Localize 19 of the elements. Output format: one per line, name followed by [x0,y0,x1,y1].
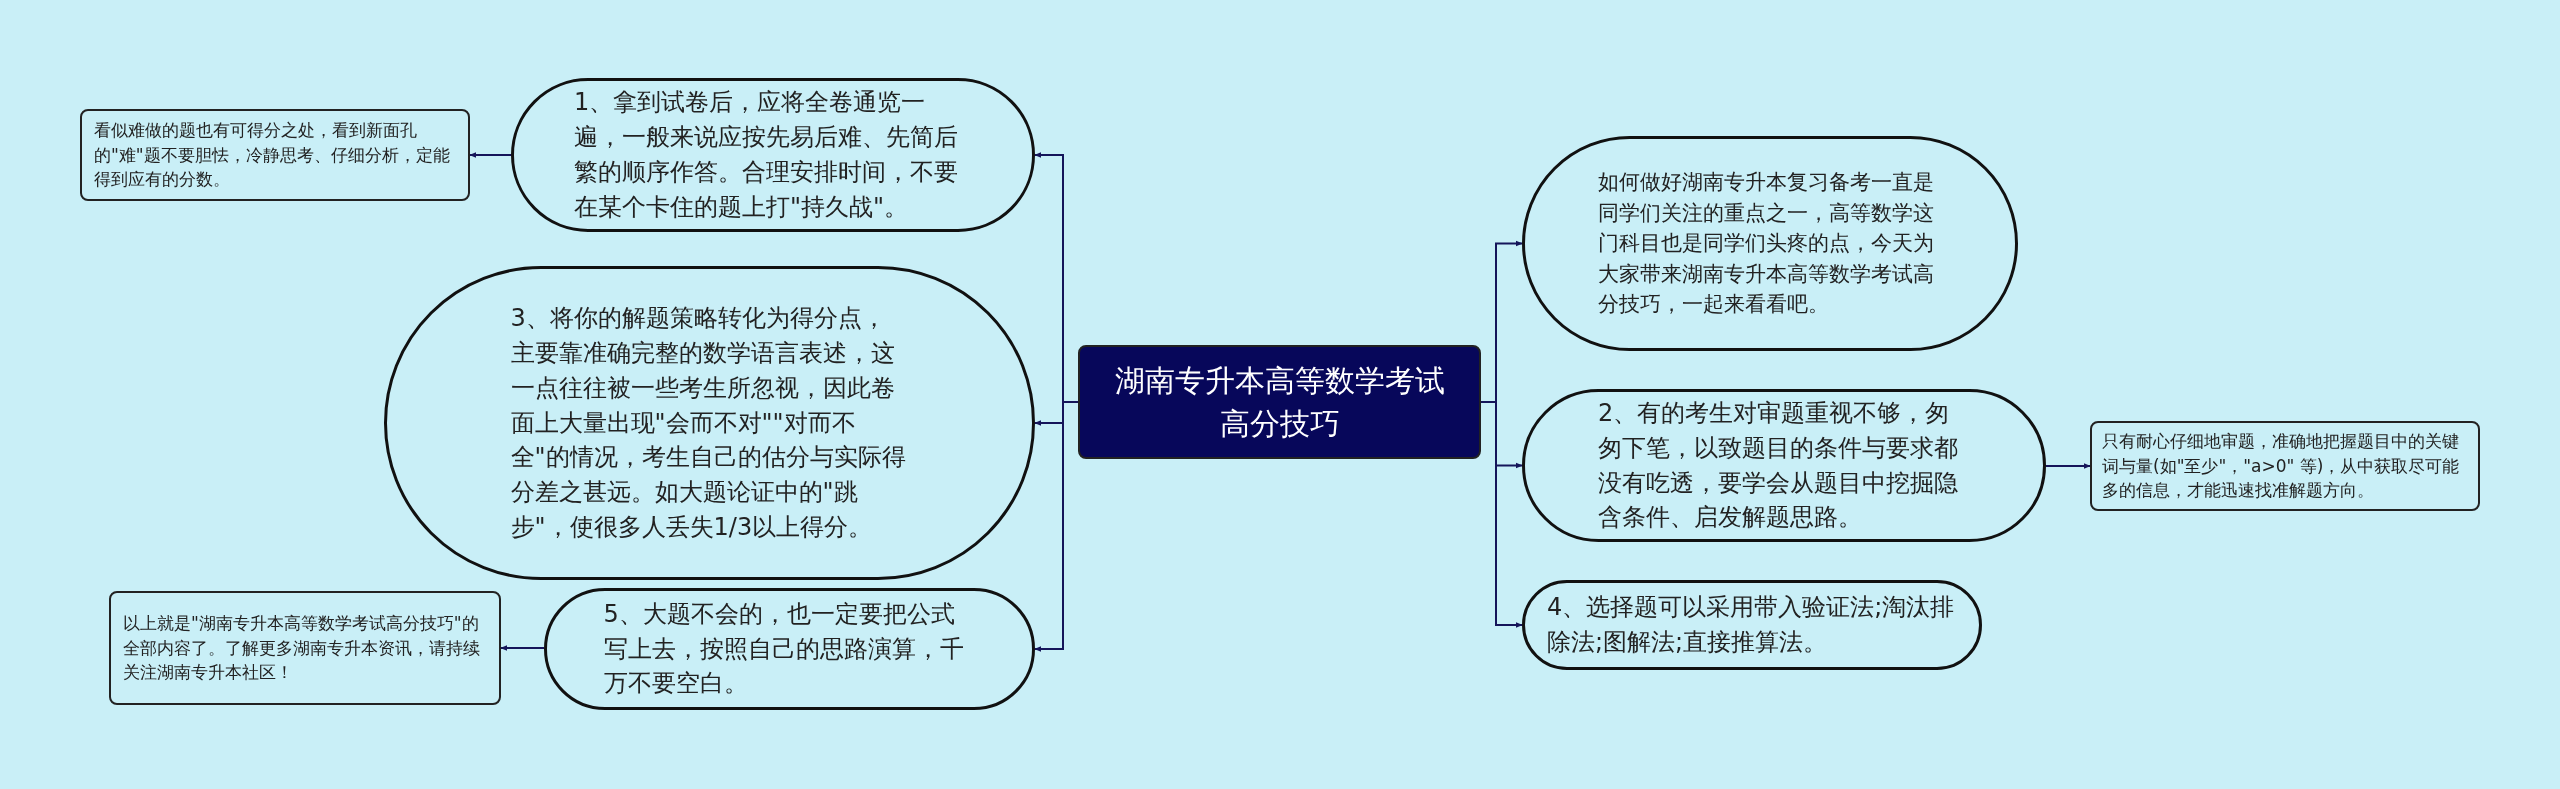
connector-arrow [469,152,512,158]
node-text: 湖南专升本高等数学考试高分技巧 [1113,361,1446,443]
node-text: 看似难做的题也有可得分之处，看到新面孔的"难"题不要胆怯，冷静思考、仔细分析，定能得到应有的分数。 [94,119,451,192]
node-text: 只有耐心仔细地审题，准确地把握题目中的关键词与量(如"至少"，"a>0" 等)，从中获取尽可能多的信息，才能迅速找准解题方向。 [2102,430,2461,503]
node-text: 以上就是"湖南专升本高等数学考试高分技巧"的全部内容了。了解更多湖南专升本资讯，请持续关注湖南专升本社区！ [123,612,481,685]
node-text: 如何做好湖南专升本复习备考一直是同学们关注的重点之一，高等数学这门科目也是同学们头疼的点，今天为大家带来湖南专升本高等数学考试高分技巧，一起来看看吧。 [1598,169,1935,319]
node-text: 2、有的考生对审题重视不够，匆匆下笔，以致题目的条件与要求都没有吃透，要学会从题目中挖掘隐含条件、启发解题思路。 [1598,397,1959,534]
central-topic-box [1078,345,1481,459]
node-text: 4、选择题可以采用带入验证法;淘汰排除法;图解法;直接推算法。 [1547,592,1956,658]
note-box [2090,421,2480,511]
node-text: 5、大题不会的，也一定要把公式写上去，按照自己的思路演算，千万不要空白。 [603,598,965,700]
node-text: 1、拿到试卷后，应将全卷通览一遍，一般来说应按先易后难、先简后繁的顺序作答。合理安排时间，不要在某个卡住的题上打"持久战"。 [574,87,959,223]
connector-arrow [500,645,545,651]
node-text: 3、将你的解题策略转化为得分点，主要靠准确完整的数学语言表述，这一点往往被一些考生所忽视，因此卷面上大量出现"会而不对""对而不全"的情况，考生自己的估分与实际得分差之甚远。如大题论证中的"跳步"，使很多人丢失1/3以上得分。 [510,303,907,543]
connector-arrow [2045,463,2091,469]
note-box [109,591,501,705]
note-box [80,109,470,201]
connector-arrow [1034,401,1079,652]
connector-arrow [1480,401,1523,628]
